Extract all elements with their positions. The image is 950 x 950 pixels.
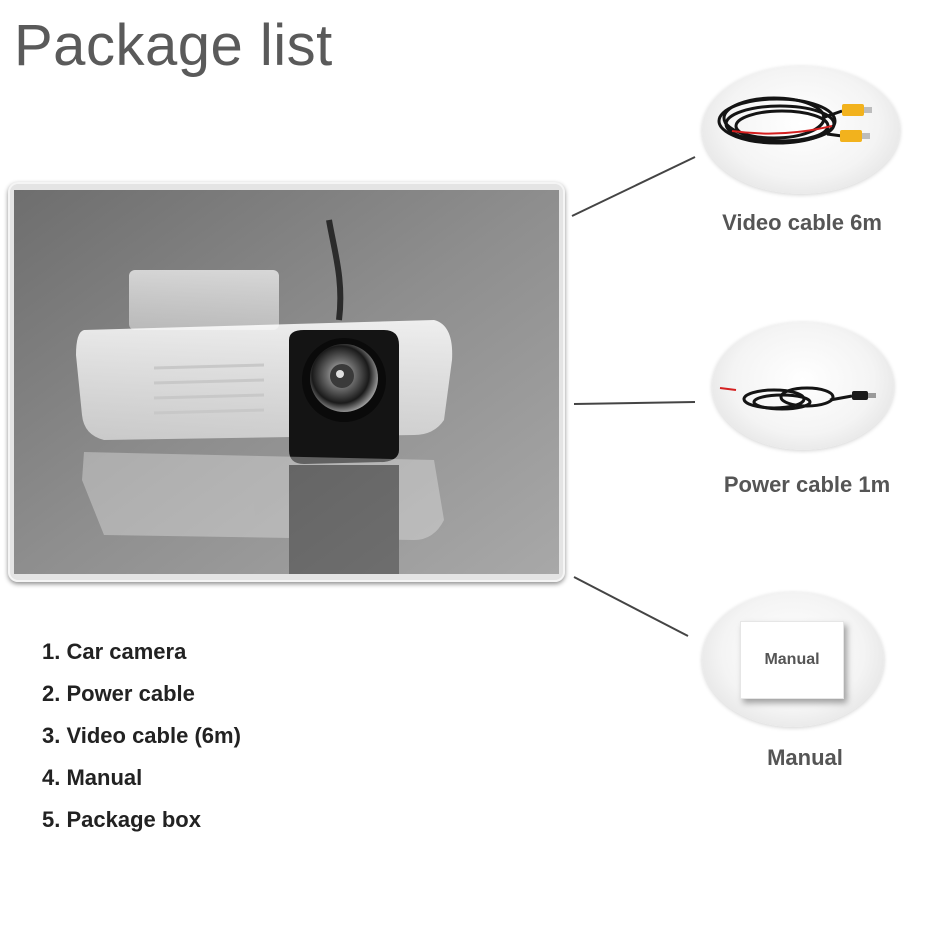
package-contents-list: 1. Car camera 2. Power cable 3. Video ca…	[42, 638, 241, 848]
connector-power-cable	[573, 401, 696, 405]
list-item: 3. Video cable (6m)	[42, 723, 241, 748]
manual-card: Manual	[740, 621, 844, 699]
video-cable-icon	[717, 96, 872, 145]
connector-manual	[573, 576, 689, 637]
list-item: 5. Package box	[42, 807, 201, 832]
video-cable-label: Video cable 6m	[722, 210, 882, 235]
power-cable-label: Power cable 1m	[723, 472, 891, 497]
list-item: 4. Manual	[42, 765, 143, 790]
video-cable-thumbnail	[702, 66, 900, 194]
list-item: 2. Power cable	[42, 681, 195, 706]
connector-video-cable	[571, 156, 696, 217]
manual-label: Manual	[767, 745, 843, 770]
page-title: Package list	[14, 13, 333, 78]
list-item: 1. Car camera	[42, 639, 187, 664]
power-cable-icon	[719, 386, 876, 411]
car-camera-image	[14, 190, 559, 574]
car-camera-photo	[8, 182, 565, 582]
power-cable-thumbnail	[712, 322, 894, 450]
